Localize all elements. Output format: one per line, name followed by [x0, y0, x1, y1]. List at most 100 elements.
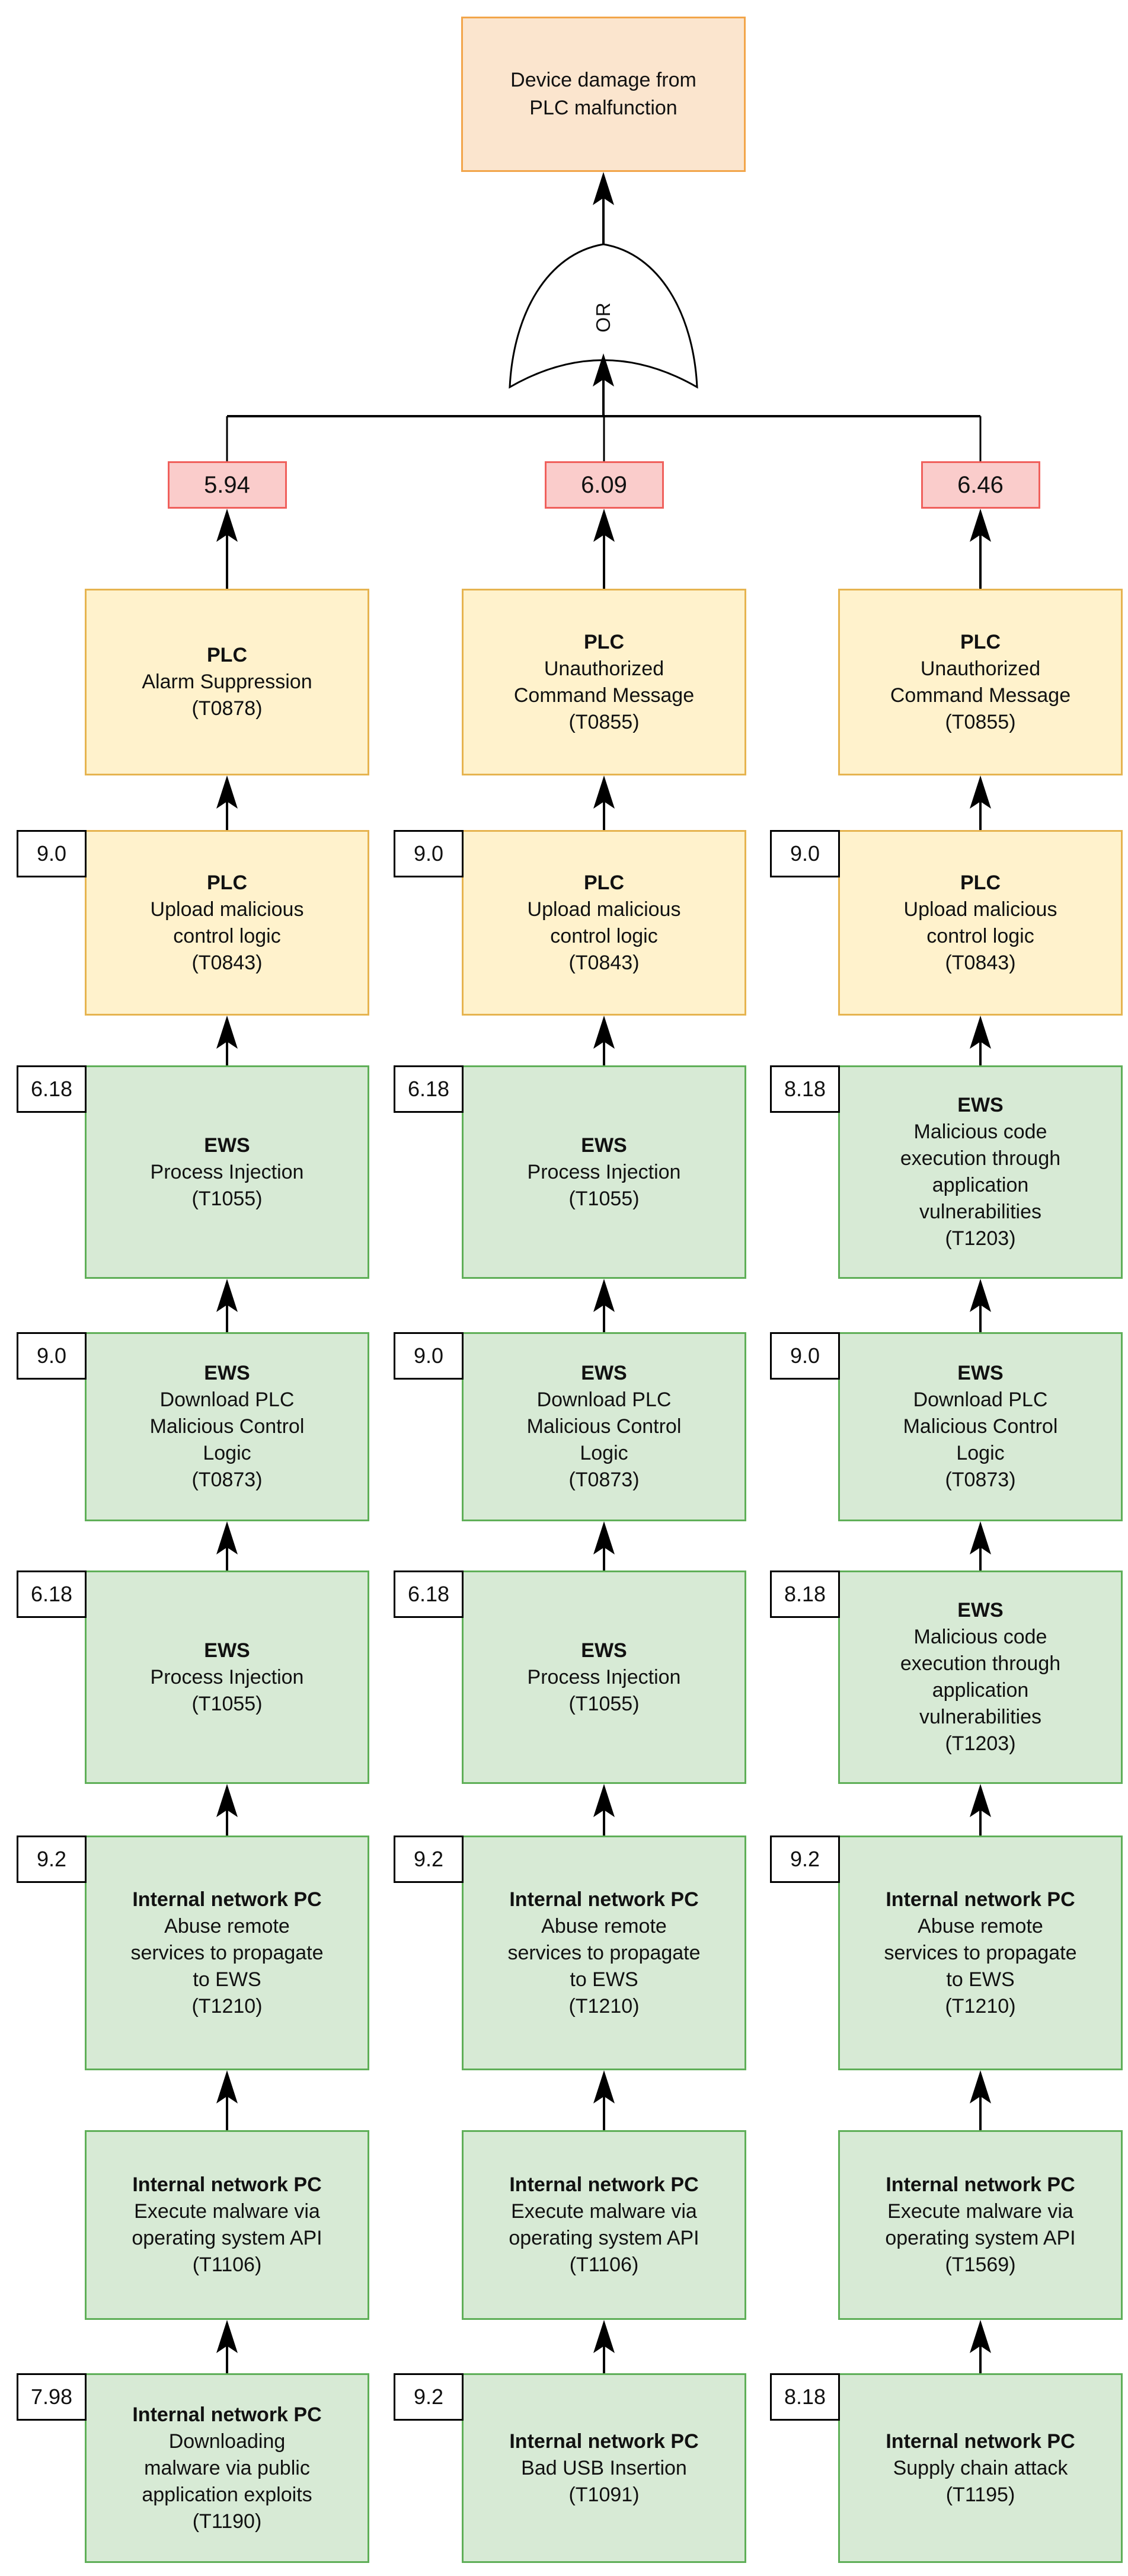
node-text-line: services to propagate	[507, 1941, 701, 1964]
node-title-line: PLC	[207, 644, 247, 666]
score-tag: 9.0	[770, 1332, 840, 1380]
node-text-line: Abuse remote	[918, 1914, 1043, 1937]
node-text-line: services to propagate	[884, 1941, 1077, 1964]
node-text-line: Download PLC	[913, 1388, 1048, 1411]
node-title-line: Internal network PC	[132, 1888, 322, 1911]
node-title-line: EWS	[204, 1362, 250, 1384]
score-tag: 8.18	[770, 1571, 840, 1618]
node-text-line: Malicious Control	[526, 1415, 682, 1438]
node-text-line: Malicious Control	[149, 1415, 305, 1438]
node-text-line: Bad USB Insertion	[521, 2456, 687, 2479]
node-text-line: control logic	[550, 924, 658, 947]
score-tag: 6.18	[17, 1065, 87, 1113]
node-text-line: Logic	[580, 1442, 628, 1464]
top-event-line: Device damage from	[510, 69, 696, 91]
node-text-line: execution through	[900, 1652, 1061, 1675]
score-tag: 6.18	[394, 1571, 464, 1618]
score-tag: 9.0	[17, 830, 87, 877]
node-text-line: vulnerabilities	[919, 1706, 1041, 1728]
node-text-line: (T0843)	[568, 951, 640, 974]
node-text-line: (T0843)	[191, 951, 263, 974]
node-text-line: operating system API	[885, 2227, 1076, 2249]
branch-score-box: 5.94	[167, 461, 287, 509]
top-event-node: Device damage from PLC malfunction	[461, 17, 746, 172]
node-text-line: Supply chain attack	[893, 2456, 1068, 2479]
arrow-up-icon	[216, 775, 238, 809]
node-text-line: (T1055)	[568, 1187, 640, 1210]
arrow-up-icon	[593, 1521, 615, 1554]
top-event-line: PLC malfunction	[529, 97, 678, 119]
node-text-line: Command Message	[890, 684, 1071, 707]
arrow-up-icon	[593, 1279, 615, 1312]
arrow-up-icon	[593, 509, 615, 542]
branch-score-box: 6.09	[544, 461, 664, 509]
node-title-line: Internal network PC	[509, 2430, 699, 2453]
node-title-line: EWS	[957, 1599, 1004, 1621]
node-title-line: Internal network PC	[886, 1888, 1075, 1911]
node-text-line: application exploits	[142, 2483, 312, 2506]
node-text-line: Malicious code	[913, 1121, 1047, 1143]
arrow-up-icon	[216, 1521, 238, 1554]
node-text-line: control logic	[173, 924, 281, 947]
node-text-line: Download PLC	[536, 1388, 672, 1411]
node-text-line: execution through	[900, 1147, 1061, 1170]
arrow-up-icon	[970, 1521, 991, 1554]
node-text-line: (T1091)	[568, 2483, 640, 2506]
arrow-up-icon	[593, 2320, 615, 2353]
node-text-line: operating system API	[509, 2227, 699, 2249]
score-tag: 9.0	[770, 830, 840, 877]
arrow-up-icon	[216, 1279, 238, 1312]
arrow-up-icon	[970, 509, 991, 542]
node-text-line: to EWS	[946, 1968, 1015, 1991]
attack-technique-node: Internal network PC Execute malware via op…	[838, 2130, 1123, 2320]
node-text-line: Command Message	[513, 684, 695, 707]
node-text-line: Execute malware via	[887, 2200, 1073, 2223]
node-text-line: Abuse remote	[164, 1914, 290, 1937]
node-text-line: (T1203)	[945, 1227, 1016, 1250]
node-text-line: (T0873)	[568, 1469, 640, 1491]
arrow-up-icon	[593, 1784, 615, 1817]
attack-technique-node: Internal network PC Bad USB Insertion (T10…	[462, 2373, 746, 2563]
arrow-up-icon	[970, 2320, 991, 2353]
node-title-line: EWS	[957, 1362, 1004, 1384]
score-tag: 9.2	[394, 2373, 464, 2421]
arrow-up-icon	[970, 2070, 991, 2103]
arrow-up-icon	[216, 1016, 238, 1049]
node-text-line: Execute malware via	[134, 2200, 320, 2223]
node-text-line: services to propagate	[130, 1941, 324, 1964]
node-title-line: Internal network PC	[132, 2403, 322, 2426]
attack-technique-node: Internal network PC Abuse remote services …	[838, 1836, 1123, 2070]
node-title-line: PLC	[960, 871, 1001, 894]
arrow-up-icon	[216, 509, 238, 542]
node-text-line: Unauthorized	[544, 657, 664, 680]
arrow-up-icon	[216, 2070, 238, 2103]
node-title-line: PLC	[584, 871, 624, 894]
node-text-line: (T0873)	[945, 1469, 1016, 1491]
node-text-line: to EWS	[570, 1968, 638, 1991]
arrow-up-icon	[970, 1784, 991, 1817]
arrow-up-icon	[593, 1016, 615, 1049]
arrow-up-icon	[216, 2320, 238, 2353]
node-title-line: EWS	[957, 1094, 1004, 1116]
node-title-line: Internal network PC	[132, 2173, 322, 2196]
node-title-line: EWS	[204, 1134, 250, 1157]
node-text-line: to EWS	[193, 1968, 261, 1991]
node-title-line: EWS	[581, 1134, 627, 1157]
node-title-line: Internal network PC	[886, 2173, 1075, 2196]
node-title-line: EWS	[204, 1639, 250, 1662]
score-tag: 7.98	[17, 2373, 87, 2421]
node-text-line: malware via public	[144, 2456, 310, 2479]
attack-technique-node: Internal network PC Abuse remote services …	[85, 1836, 369, 2070]
